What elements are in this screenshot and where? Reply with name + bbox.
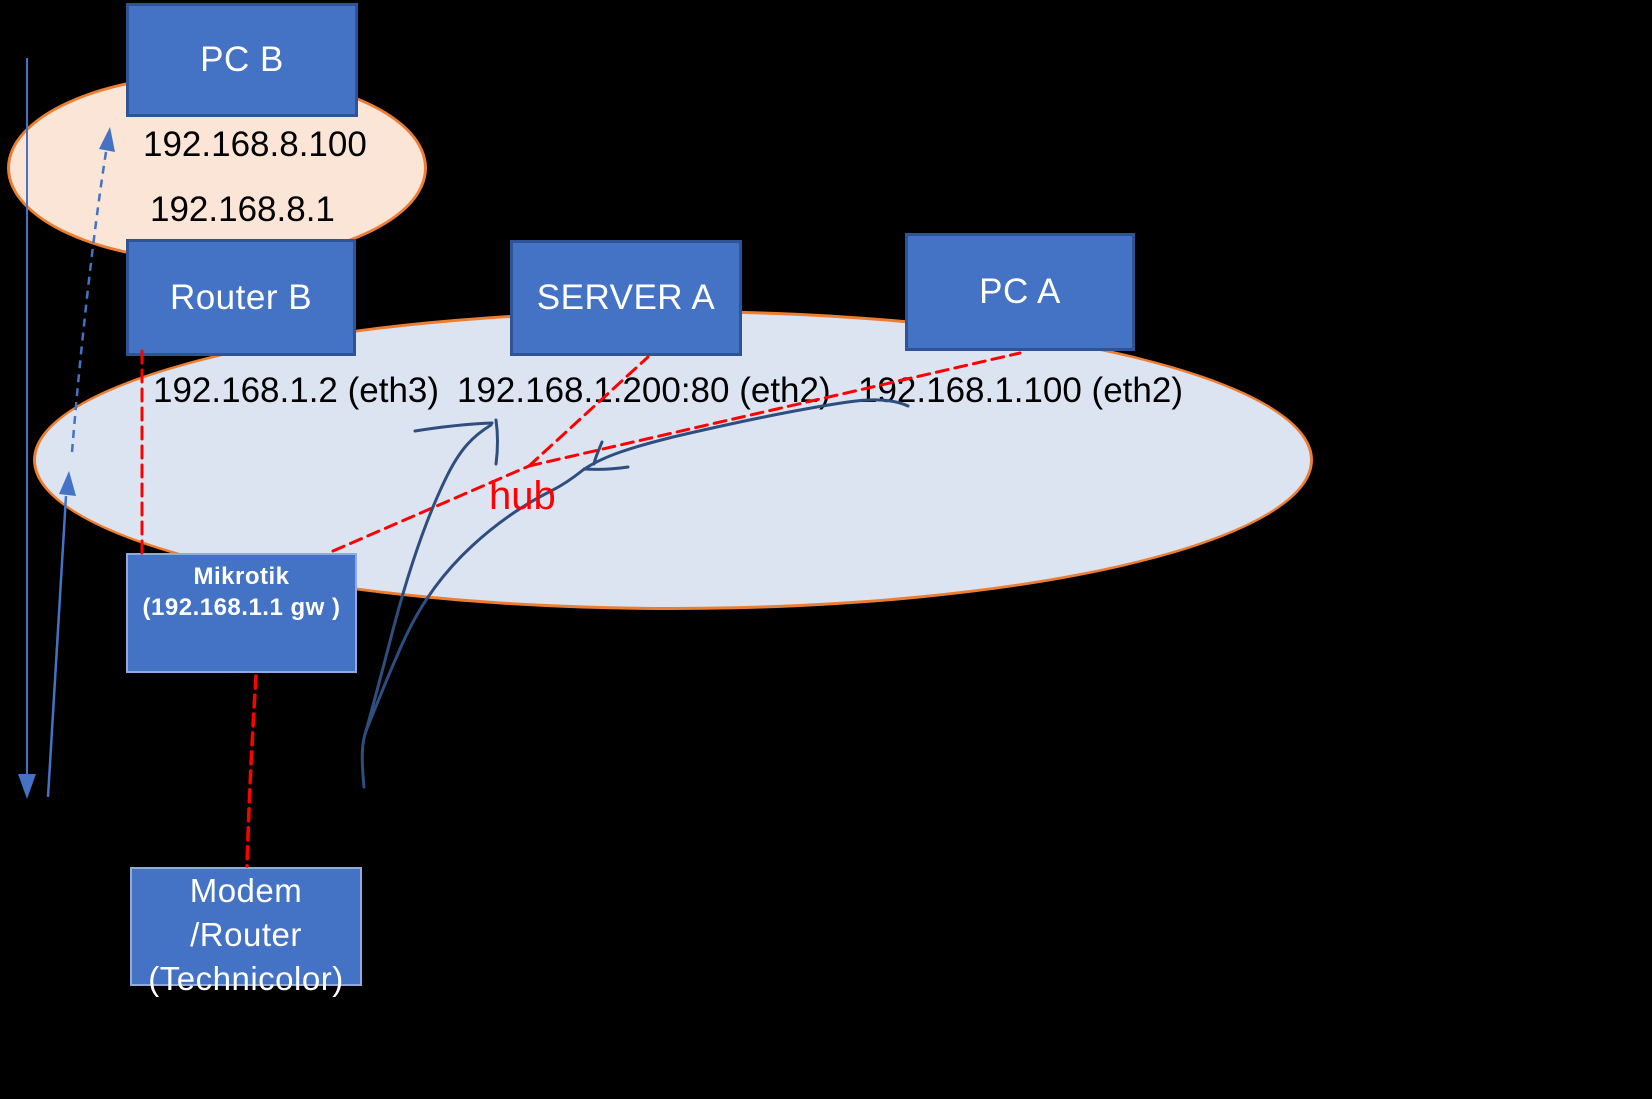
- server-a-label: SERVER A: [536, 278, 716, 317]
- pc-a-label: PC A: [979, 272, 1061, 311]
- blue-arrow-up-line: [46, 495, 68, 798]
- modem-label-line2: /Router: [190, 916, 302, 953]
- ip-label-router-b-lan: 192.168.1.2 (eth3): [153, 371, 440, 410]
- mikrotik-label: Mikrotik: [193, 563, 290, 590]
- ip-label-wifi-gateway: 192.168.8.1: [150, 190, 335, 229]
- node-mikrotik: Mikrotik (192.168.1.1 gw ): [126, 553, 357, 673]
- mikrotik-gateway-label: (192.168.1.1 gw ): [142, 594, 341, 621]
- blue-arrow-down-head: [18, 774, 36, 799]
- hub-label: hub: [489, 474, 556, 518]
- node-pc-a: PC A: [905, 233, 1135, 351]
- ip-label-server-a-lan: 192.168.1.200:80 (eth2): [457, 371, 831, 410]
- modem-label-line3: (Technicolor): [148, 960, 344, 997]
- red-dashed-mikrotik-to-modem: [245, 674, 258, 868]
- node-server-a: SERVER A: [510, 240, 742, 356]
- ip-label-wifi-client: 192.168.8.100: [143, 125, 367, 164]
- node-modem-router: Modem /Router (Technicolor): [130, 867, 362, 997]
- node-router-b: Router B: [126, 239, 356, 356]
- router-b-label: Router B: [169, 277, 313, 317]
- pc-b-label: PC B: [200, 40, 284, 79]
- modem-label-line1: Modem: [189, 872, 303, 909]
- node-pc-b: PC B: [126, 3, 358, 117]
- ip-label-pc-a-lan: 192.168.1.100 (eth2): [858, 371, 1183, 410]
